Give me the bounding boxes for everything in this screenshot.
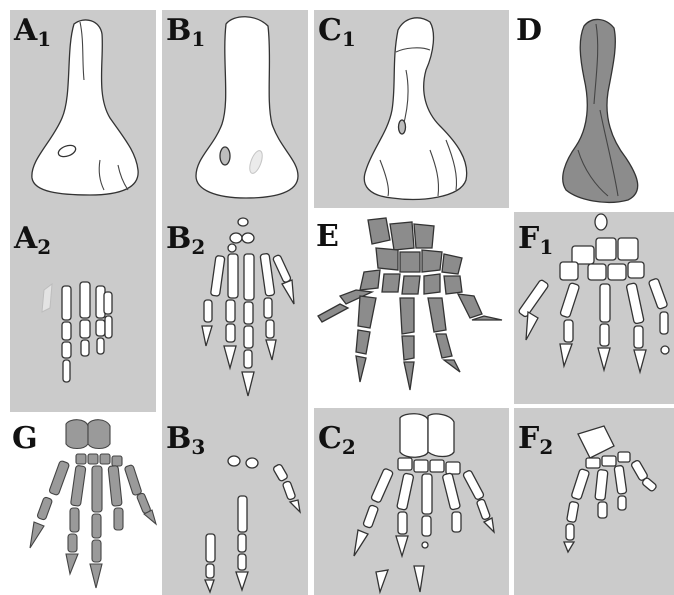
- manus-a2-illustration: [42, 282, 112, 382]
- humerus-d-illustration: [563, 19, 638, 202]
- manus-c2-illustration: [354, 414, 494, 592]
- label-c2: C2: [318, 424, 356, 457]
- manus-f2-illustration: [564, 426, 657, 552]
- label-d: D: [516, 16, 542, 46]
- manus-b3-illustration: [205, 456, 300, 592]
- label-f1: F1: [518, 224, 553, 257]
- manus-e-illustration: [318, 218, 502, 390]
- label-b2: B2: [166, 224, 205, 257]
- label-c1: C1: [318, 16, 356, 49]
- manus-g-illustration: [30, 420, 156, 588]
- label-b3: B3: [166, 424, 205, 457]
- label-f2: F2: [518, 424, 553, 457]
- label-b1: B1: [166, 16, 205, 49]
- manus-b2-illustration: [202, 218, 294, 396]
- humerus-b1-illustration: [196, 17, 298, 198]
- label-a1: A1: [14, 16, 51, 49]
- label-e: E: [316, 222, 339, 252]
- label-a2: A2: [14, 224, 51, 257]
- humerus-c1-illustration: [364, 18, 466, 200]
- label-g: G: [12, 424, 38, 454]
